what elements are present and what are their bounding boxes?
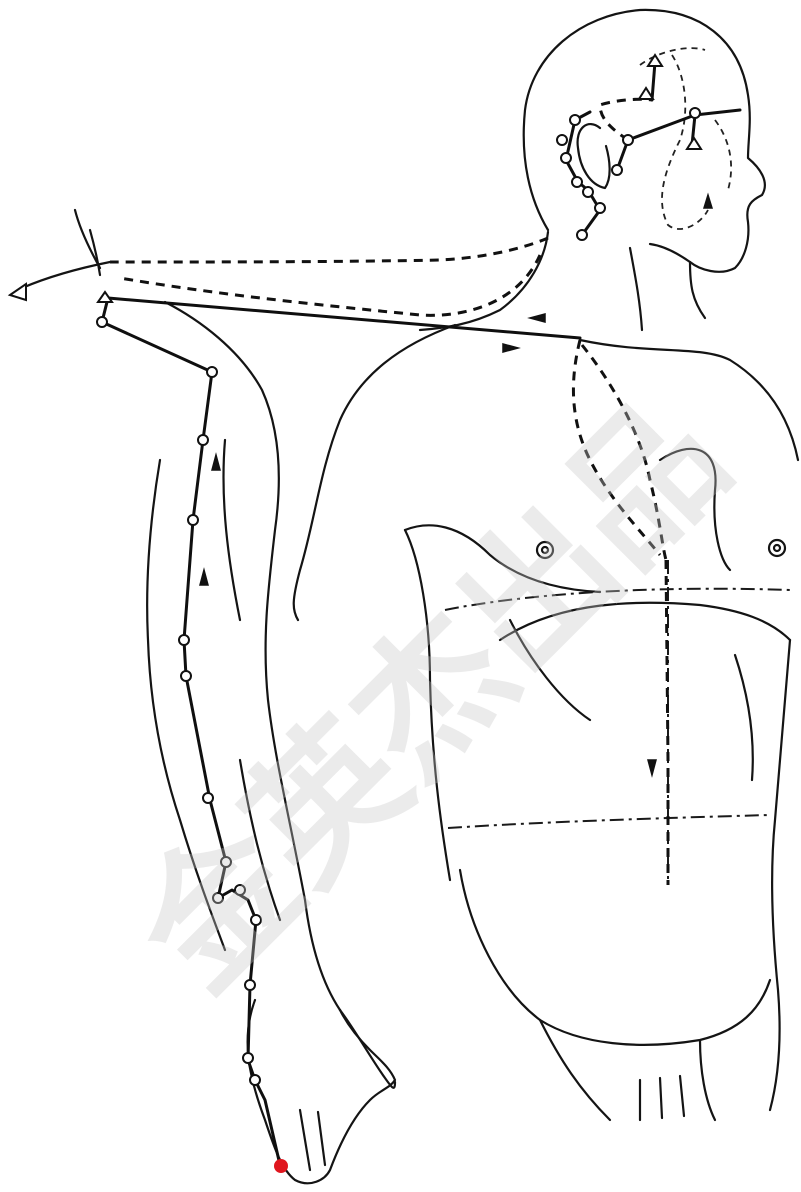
acupoint [97,317,107,327]
pelvis-right [700,1040,715,1120]
arrow-up-arm-1 [212,455,220,470]
acupoint [561,153,571,163]
temple-meridian-path [617,110,740,170]
acupoint [577,230,587,240]
endpoint-triangle-crown-2 [639,88,653,99]
acupoint [188,515,198,525]
neck-to-arm-dashed-lower [120,255,540,315]
right-nipple [769,540,785,556]
highlighted-acupoint [274,1159,288,1173]
arrow-left-neck [530,314,545,322]
acupoint [690,108,700,118]
waist-guide-line [448,815,770,828]
ear-outline [578,124,610,188]
arrow-right-shoulder [503,344,518,352]
abdomen-meridian-dashed [666,560,668,885]
head-meridian-path [566,112,600,235]
endpoint-triangle-left [10,284,26,300]
face-front-guide [715,120,731,190]
endpoint-triangle-crown [648,55,662,66]
acupoint [250,1075,260,1085]
head-acupoints [557,108,700,240]
acupoint [207,367,217,377]
acupoint [198,435,208,445]
neck-to-arm-dashed-upper [110,238,548,262]
acupoint [583,187,593,197]
right-nipple-center [774,545,780,551]
arrow-up-arm-2 [200,570,208,585]
neck-left [420,232,548,330]
arrow-down-abdomen [648,760,656,775]
watermark-text: 金英杰出品 [105,369,759,1023]
face-guide-line [662,55,708,229]
neck-muscle [630,248,642,330]
acupoint [181,671,191,681]
right-torso-side [770,640,790,1110]
acupoint [595,203,605,213]
endpoint-triangle-face [687,138,701,149]
finger-lines [300,1110,325,1170]
dashed-end-stroke [22,262,110,288]
acupoint [557,135,567,145]
acupoint [243,1053,253,1063]
arrow-head [704,195,712,208]
acupoint [572,177,582,187]
abdomen-curve [460,870,770,1045]
watermark: 金英杰出品 [105,369,759,1023]
acupoint [623,135,633,145]
hand-outline [248,1000,395,1183]
arm-muscle-line [223,440,240,620]
crown-branch [652,62,655,100]
pelvis-lines [640,1076,684,1120]
acupoint [179,635,189,645]
acupoint [612,165,622,175]
acupoint [570,115,580,125]
neck-right [690,262,705,318]
